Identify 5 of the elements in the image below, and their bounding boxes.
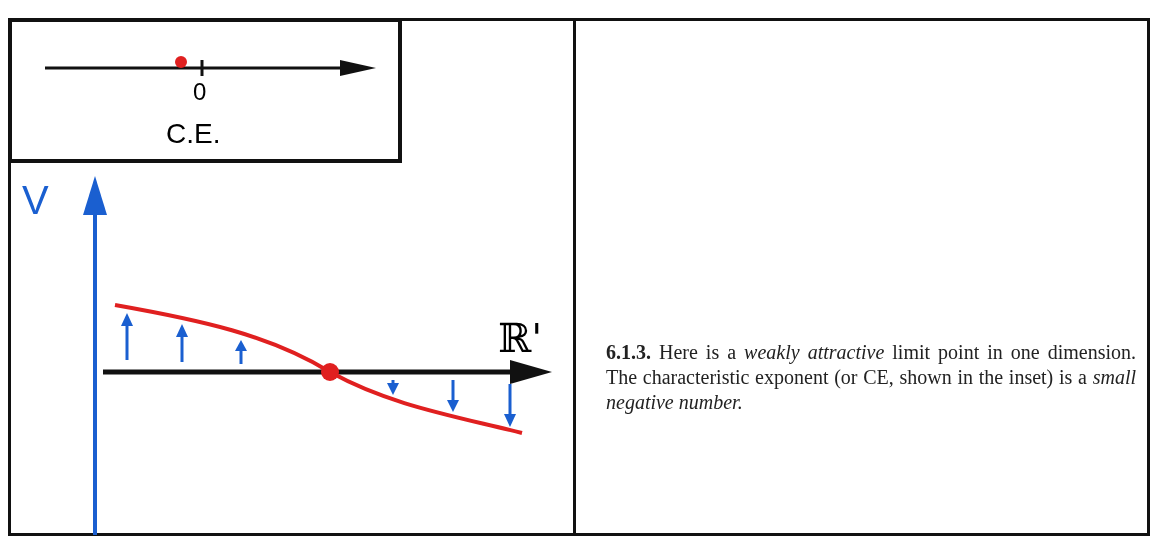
axis-label: 0 <box>193 80 207 104</box>
caption: 6.1.3. Here is a weakly attractive limit point in one dimension. The characteristic exponent (or CE, shown in the inset) is a small negative number. <box>606 340 1136 415</box>
axis-label: C.E. <box>166 120 221 148</box>
axis-label: V <box>22 180 49 220</box>
axis-label: ℝ' <box>498 318 543 358</box>
